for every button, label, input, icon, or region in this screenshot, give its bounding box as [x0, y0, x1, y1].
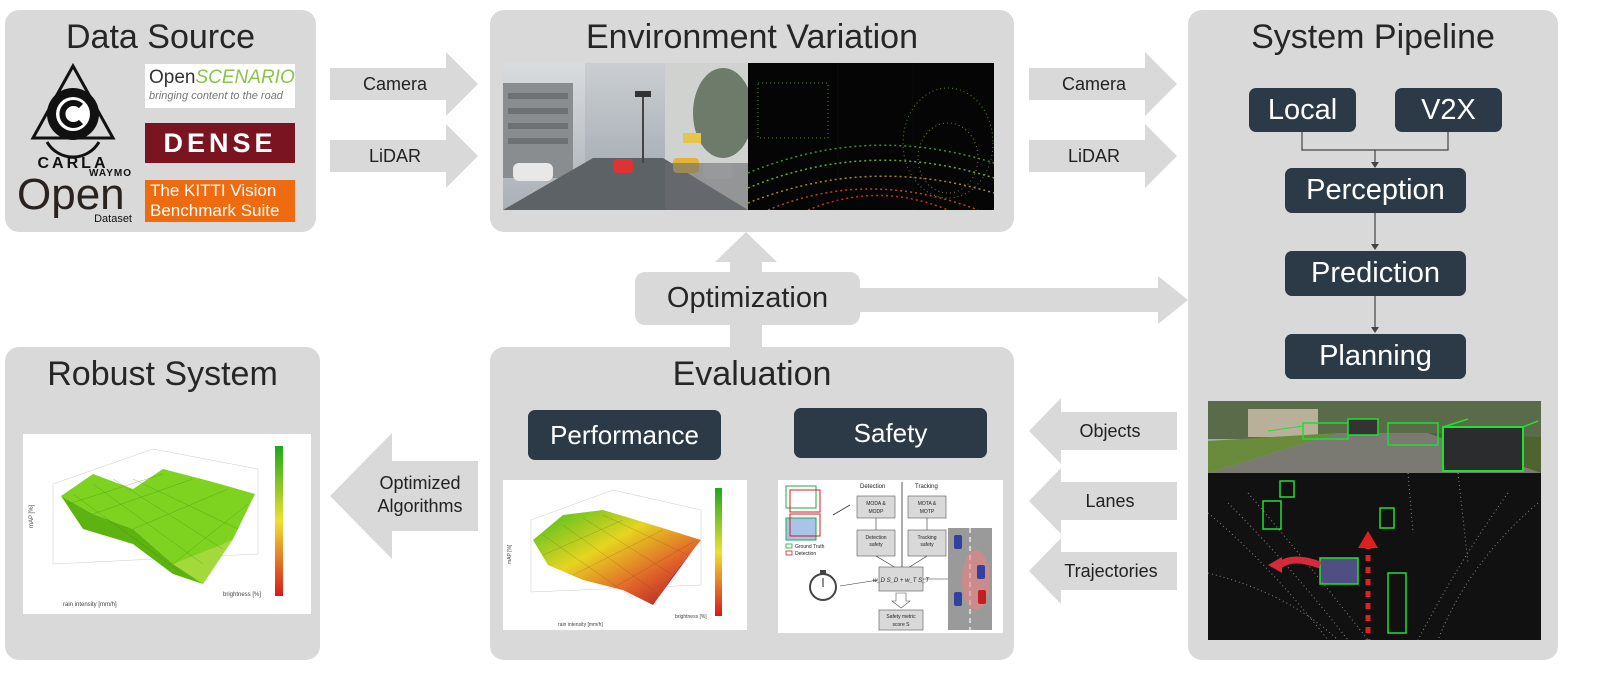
dense-logo: DENSE	[145, 123, 295, 163]
moda-text: MODA &	[866, 501, 886, 507]
robust-system-panel: Robust System rain intensity [mm/h] mAP …	[5, 347, 320, 660]
perception-box: Perception	[1285, 168, 1466, 213]
waymo-brand: WAYMO	[89, 168, 132, 179]
safety-detection-header: Detection	[860, 484, 885, 490]
planning-box: Planning	[1285, 334, 1466, 379]
legend-ground-truth: Ground Truth	[795, 544, 825, 550]
perf-zlabel: brightness [%]	[675, 614, 707, 620]
arrow-label-objects: Objects	[1079, 420, 1141, 441]
v2x-box: V2X	[1395, 88, 1502, 132]
carla-text: CARLA	[38, 155, 109, 172]
arrow-label-trajectories: Trajectories	[1064, 560, 1158, 581]
openscenario-open: Open	[149, 67, 196, 88]
optimized-line1: Optimized	[379, 473, 461, 493]
robust-system-plot: rain intensity [mm/h] mAP [%] brightness…	[23, 434, 311, 614]
robust-zlabel: brightness [%]	[223, 592, 261, 598]
optimization-label: Optimization	[666, 282, 829, 314]
arrow-lidar-1	[330, 124, 478, 188]
prediction-box: Prediction	[1285, 251, 1466, 296]
environment-variation-panel: Environment Variation	[490, 10, 1014, 232]
arrow-lidar-2	[1029, 124, 1177, 188]
optimized-line2: Algorithms	[377, 496, 463, 516]
kitti-line2: Benchmark Suite	[150, 201, 280, 220]
arrow-trajectories	[1029, 538, 1177, 604]
trk-safety-text-1: Tracking	[918, 535, 937, 541]
pipeline-lidar-pointcloud-image	[1208, 473, 1541, 640]
arrow-objects	[1029, 398, 1177, 464]
environment-variation-title: Environment Variation	[586, 18, 918, 56]
system-pipeline-title: System Pipeline	[1251, 18, 1495, 56]
waymo-dataset-text: Dataset	[94, 213, 132, 225]
mota-text: MOTA &	[918, 501, 937, 507]
legend-detection: Detection	[795, 551, 816, 557]
det-safety-text-1: Detection	[865, 535, 886, 541]
arrow-label-lanes: Lanes	[1085, 490, 1135, 511]
openscenario-scenario: SCENARIO	[195, 67, 295, 88]
optimization-box: Optimization	[635, 272, 860, 325]
data-source-panel: Data Source CARLA OpenSCENARIO bringing …	[5, 10, 316, 232]
pipeline-connectors	[1301, 132, 1449, 333]
safety-metric-text-1: Safety metric	[886, 614, 916, 620]
arrow-optimization-right	[850, 276, 1188, 324]
evaluation-title: Evaluation	[672, 355, 832, 393]
performance-box: Performance	[528, 410, 721, 460]
arrow-label-optimized: Optimized Algorithms	[362, 470, 478, 520]
robust-xlabel: rain intensity [mm/h]	[63, 602, 117, 608]
pipeline-camera-detection-image	[1208, 401, 1541, 473]
safety-metric-text-2: score S	[893, 622, 911, 628]
local-box: Local	[1249, 88, 1356, 132]
openscenario-logo: OpenSCENARIO bringing content to the roa…	[145, 64, 295, 108]
kitti-logo: The KITTI Vision Benchmark Suite	[145, 180, 295, 222]
safety-tracking-header: Tracking	[915, 484, 938, 490]
arrow-label-camera-1: Camera	[362, 73, 428, 94]
arrow-camera-1	[330, 52, 478, 116]
modp-text: MODP	[869, 509, 885, 515]
arrow-label-camera-2: Camera	[1061, 73, 1127, 94]
robust-ylabel: mAP [%]	[29, 504, 35, 528]
waymo-open-logo: WAYMO Open Dataset	[17, 168, 137, 230]
robust-system-title: Robust System	[47, 355, 278, 393]
environment-camera-image	[503, 63, 748, 210]
safety-metric-diagram: Detection Tracking Ground Truth Detectio…	[778, 480, 1003, 633]
arrow-label-lidar-1: LiDAR	[368, 145, 421, 166]
performance-plot: rain intensity [mm/h] mAP [%] brightness…	[503, 480, 747, 630]
motp-text: MOTP	[920, 509, 935, 515]
safety-formula: w_D S_D + w_T S_T	[873, 578, 931, 584]
det-safety-text-2: safety	[869, 542, 883, 548]
safety-box: Safety	[794, 408, 987, 458]
perf-ylabel: mAP [%]	[507, 544, 513, 564]
carla-logo: CARLA	[27, 62, 119, 174]
data-source-title: Data Source	[66, 18, 255, 56]
arrow-camera-2	[1029, 52, 1177, 116]
environment-lidar-image	[748, 63, 994, 210]
arrow-optimized-algorithms	[330, 433, 478, 559]
arrow-label-lidar-2: LiDAR	[1067, 145, 1120, 166]
system-pipeline-panel: System Pipeline Local V2X Perception Pre…	[1188, 10, 1558, 660]
kitti-line1: The KITTI Vision	[150, 181, 277, 200]
arrow-lanes	[1029, 468, 1177, 534]
dense-text: DENSE	[163, 127, 277, 158]
trk-safety-text-2: safety	[920, 542, 934, 548]
waymo-open-text: Open	[17, 170, 125, 219]
evaluation-panel: Evaluation Performance Safety rain inten…	[490, 347, 1014, 660]
openscenario-tagline: bringing content to the road	[149, 90, 283, 102]
perf-xlabel: rain intensity [mm/h]	[558, 622, 603, 628]
